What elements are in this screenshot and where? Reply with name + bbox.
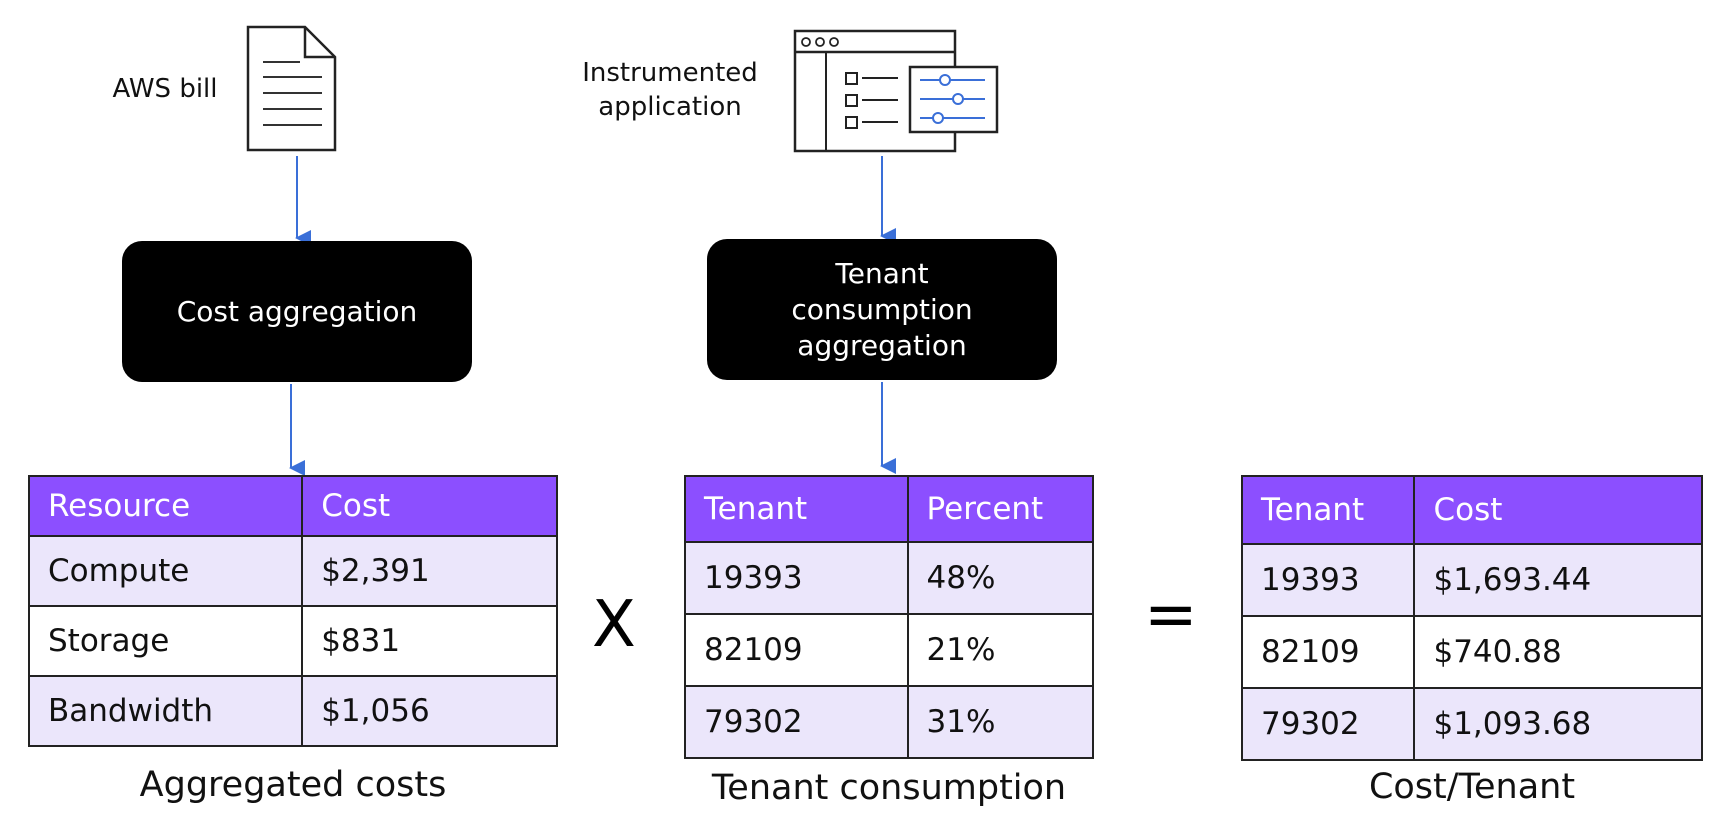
table-row: 79302 $1,093.68 bbox=[1240, 687, 1703, 761]
table-header-row: Tenant Percent bbox=[684, 475, 1095, 543]
table-cell: $1,693.44 bbox=[1413, 543, 1703, 617]
table-cell: Storage bbox=[27, 605, 304, 677]
cost-per-tenant-table: Tenant Cost 19393 $1,693.44 82109 $740.8… bbox=[1240, 475, 1703, 761]
instrumented-application-label: Instrumented application bbox=[582, 58, 758, 122]
table-cell: 79302 bbox=[1240, 687, 1416, 761]
table-row: 19393 $1,693.44 bbox=[1240, 543, 1703, 617]
table-row: 82109 $740.88 bbox=[1240, 615, 1703, 689]
table-cell: 82109 bbox=[684, 613, 909, 687]
cost-aggregation-label: Cost aggregation bbox=[176, 294, 418, 328]
multiply-operator: X bbox=[592, 588, 636, 662]
column-header: Cost bbox=[301, 475, 558, 537]
table-row: 19393 48% bbox=[684, 541, 1095, 615]
table-header-row: Tenant Cost bbox=[1240, 475, 1703, 545]
table-cell: Compute bbox=[27, 535, 304, 607]
table-cell: $2,391 bbox=[301, 535, 558, 607]
tenant-consumption-aggregation-label: Tenant consumption aggregation bbox=[791, 256, 973, 362]
table-row: Storage $831 bbox=[27, 605, 558, 677]
application-window-icon bbox=[793, 29, 999, 153]
table-row: Compute $2,391 bbox=[27, 535, 558, 607]
column-header: Percent bbox=[906, 475, 1095, 543]
aggregated-costs-caption: Aggregated costs bbox=[139, 765, 447, 805]
table-cell: 21% bbox=[906, 613, 1095, 687]
equals-operator: = bbox=[1144, 578, 1198, 652]
column-header: Cost bbox=[1413, 475, 1703, 545]
column-header: Tenant bbox=[684, 475, 909, 543]
column-header: Tenant bbox=[1240, 475, 1416, 545]
tenant-consumption-table: Tenant Percent 19393 48% 82109 21% 79302… bbox=[684, 475, 1095, 759]
cost-aggregation-box: Cost aggregation bbox=[122, 241, 472, 382]
table-cell: 19393 bbox=[684, 541, 909, 615]
table-row: Bandwidth $1,056 bbox=[27, 675, 558, 747]
table-header-row: Resource Cost bbox=[27, 475, 558, 537]
aws-bill-label: AWS bill bbox=[112, 74, 218, 104]
table-cell: $1,093.68 bbox=[1413, 687, 1703, 761]
table-cell: 48% bbox=[906, 541, 1095, 615]
table-cell: 31% bbox=[906, 685, 1095, 759]
cost-per-tenant-caption: Cost/Tenant bbox=[1368, 767, 1576, 807]
tenant-consumption-aggregation-box: Tenant consumption aggregation bbox=[707, 239, 1057, 380]
table-cell: 79302 bbox=[684, 685, 909, 759]
table-cell: $1,056 bbox=[301, 675, 558, 747]
aggregated-costs-table: Resource Cost Compute $2,391 Storage $83… bbox=[27, 475, 558, 747]
table-cell: $740.88 bbox=[1413, 615, 1703, 689]
table-cell: 19393 bbox=[1240, 543, 1416, 617]
table-row: 79302 31% bbox=[684, 685, 1095, 759]
table-cell: $831 bbox=[301, 605, 558, 677]
column-header: Resource bbox=[27, 475, 304, 537]
table-cell: Bandwidth bbox=[27, 675, 304, 747]
tenant-consumption-caption: Tenant consumption bbox=[711, 768, 1067, 808]
table-cell: 82109 bbox=[1240, 615, 1416, 689]
document-icon bbox=[246, 25, 337, 152]
table-row: 82109 21% bbox=[684, 613, 1095, 687]
